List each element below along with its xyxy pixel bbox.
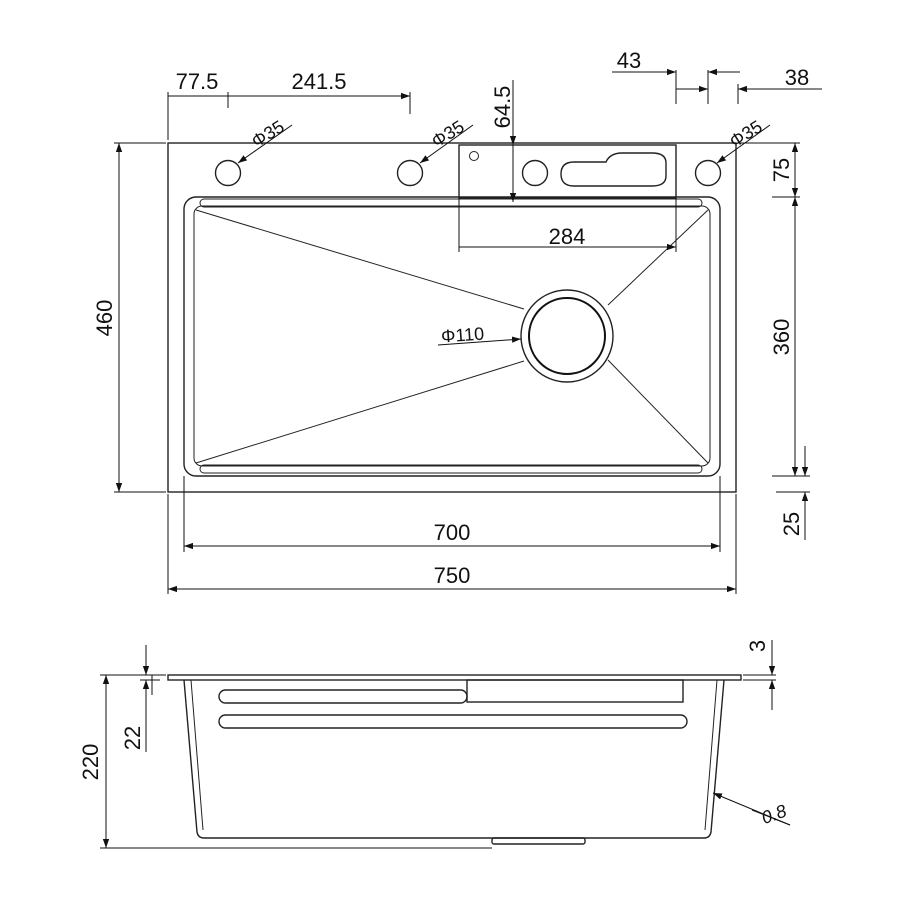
accessory-tray: [458, 144, 677, 199]
knife-slot: [560, 152, 667, 187]
dim-tray-depth: 64.5: [490, 86, 515, 129]
dim-sheet-thickness: 0.8: [759, 801, 789, 828]
tray-side-profile: [466, 679, 684, 703]
dim-front-deck: 25: [779, 512, 804, 536]
sink-outer-outline: [167, 142, 737, 493]
dim-hole-diameter-1: Φ35: [248, 116, 288, 151]
faucet-hole-2: [396, 159, 424, 187]
dim-hole-gap-b: 38: [785, 65, 809, 90]
tray-small-hole: [469, 151, 479, 161]
dim-flange-step: 22: [120, 726, 145, 750]
drain-outlet: [491, 837, 586, 845]
bowl-outer-outline: [183, 196, 721, 477]
dim-overall-width: 750: [434, 563, 471, 588]
dim-overall-depth: 460: [92, 300, 117, 337]
dim-total-height: 220: [78, 744, 103, 781]
faucet-hole-4: [694, 159, 722, 187]
rear-rail-slot: [199, 198, 703, 208]
bowl-body-inner-line: [190, 679, 718, 831]
dim-hole-diameter-2: Φ35: [428, 116, 468, 151]
dim-hole-spacing: 241.5: [291, 69, 346, 94]
dim-hole-offset-left: 77.5: [176, 69, 219, 94]
flange-plate: [167, 674, 742, 681]
top-view: 77.5 241.5 Φ35 Φ35 Φ35 64.5 284 43 38 46…: [92, 48, 822, 594]
dim-drain-diameter-label: Φ110: [440, 324, 484, 347]
bowl-body-outline: [183, 679, 725, 839]
drain-inner-circle: [528, 297, 606, 375]
slope-line-bottom-right: [607, 359, 709, 464]
bowl-inner-outline: [193, 205, 711, 467]
upper-rail-groove: [218, 689, 468, 704]
slope-line-top-left: [195, 209, 525, 310]
dim-hole-gap-a: 43: [617, 48, 641, 73]
faucet-hole-1: [214, 159, 242, 187]
slope-line-top-right: [607, 209, 709, 306]
drain-outer-circle: [520, 289, 614, 383]
dim-bowl-depth: 360: [769, 319, 794, 356]
dim-flange-thickness: 3: [745, 640, 770, 652]
side-view: 220 22 3 0.8: [78, 640, 791, 849]
dim-bowl-width: 700: [434, 520, 471, 545]
front-rail-slot: [199, 464, 703, 474]
dim-tray-width: 284: [549, 224, 586, 249]
faucet-hole-3: [521, 159, 549, 187]
lower-rail-groove: [218, 714, 688, 729]
dim-back-deck: 75: [769, 158, 794, 182]
slope-line-bottom-left: [195, 360, 525, 464]
dim-hole-diameter-3: Φ35: [726, 116, 766, 151]
